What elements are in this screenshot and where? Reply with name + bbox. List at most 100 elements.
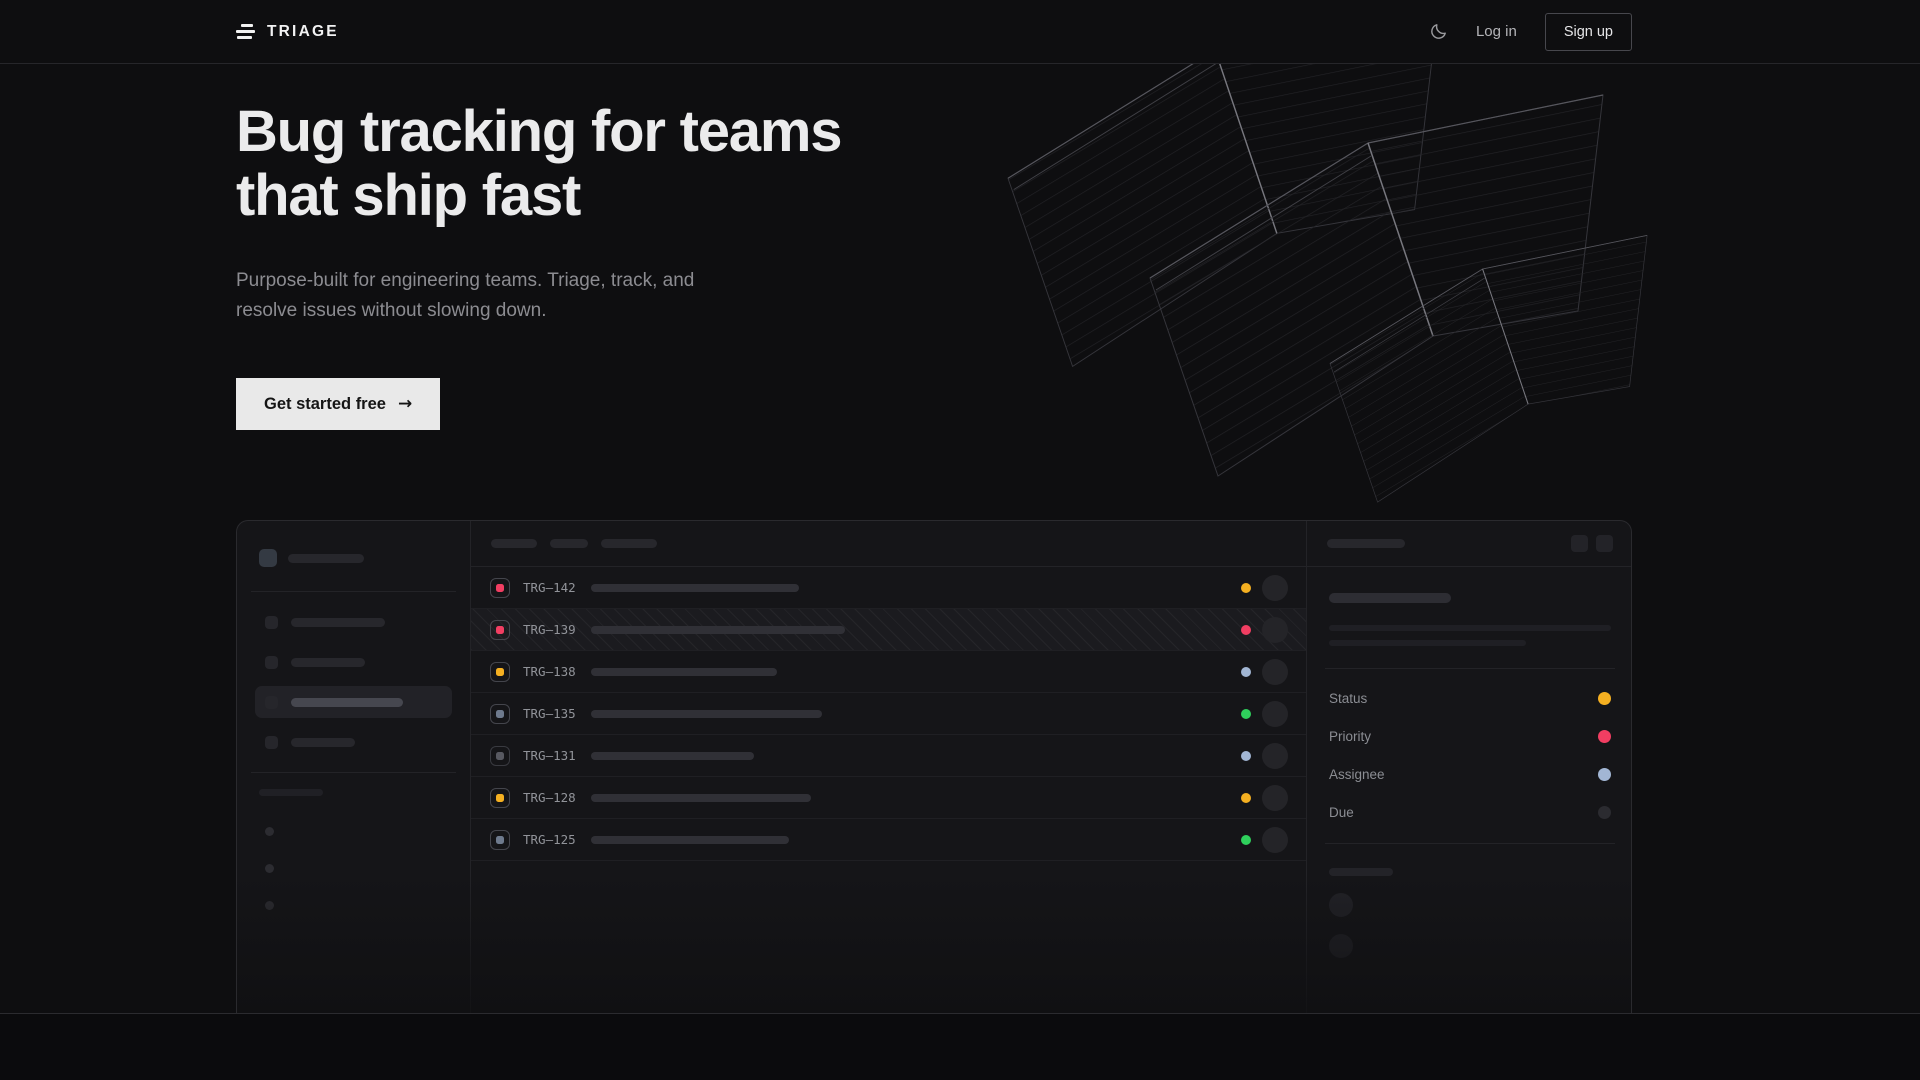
footer-band	[0, 1013, 1920, 1080]
issue-detail-panel: Status Priority Assignee Due	[1307, 521, 1631, 1014]
activity-avatar-skeleton	[1329, 934, 1353, 958]
issue-title-skeleton	[591, 751, 754, 760]
issue-row: TRG–142	[471, 567, 1306, 609]
arrow-right-icon: →	[397, 394, 413, 414]
issue-row: TRG–138	[471, 651, 1306, 693]
issue-id: TRG–142	[523, 580, 576, 595]
issue-title-skeleton	[591, 835, 789, 844]
field-label: Due	[1329, 804, 1354, 820]
cta-label: Get started free	[264, 394, 386, 413]
issue-status-dot	[1241, 708, 1251, 719]
issue-id: TRG–131	[523, 748, 576, 763]
hero-subtitle-line-2: resolve issues without slowing down.	[236, 300, 547, 321]
issue-title-skeleton	[591, 583, 799, 592]
issue-assignee-avatar	[1262, 784, 1288, 811]
issue-status-dot	[1241, 666, 1251, 677]
issue-row: TRG–131	[471, 735, 1306, 777]
field-label: Status	[1329, 690, 1368, 706]
hero-title: Bug tracking for teams that ship fast	[236, 99, 842, 228]
detail-fields: Status Priority Assignee Due	[1329, 679, 1611, 831]
issue-type-icon	[490, 619, 510, 640]
issue-status-dot	[1241, 834, 1251, 845]
top-nav: TRIAGE Log in Sign up	[0, 0, 1920, 64]
detail-field-row: Due	[1329, 793, 1611, 831]
issue-list-panel: TRG–142 TRG–139 TRG–138 TRG–135	[471, 521, 1307, 1014]
triage-bars-icon	[236, 24, 256, 39]
sidebar-item-skeleton	[255, 606, 452, 638]
hero-subtitle-line-1: Purpose-built for engineering teams. Tri…	[236, 270, 695, 291]
issue-assignee-avatar	[1262, 658, 1288, 685]
field-label: Priority	[1329, 728, 1372, 744]
theme-toggle-button[interactable]	[1429, 22, 1448, 41]
nav-actions: Log in Sign up	[1429, 12, 1632, 51]
issue-type-icon	[490, 661, 510, 682]
issue-assignee-avatar	[1262, 574, 1288, 601]
brand-name: TRIAGE	[267, 22, 339, 40]
issue-type-icon	[490, 745, 510, 766]
activity-label-skeleton	[1329, 868, 1393, 876]
issue-type-icon	[490, 787, 510, 808]
divider	[251, 591, 456, 592]
sidebar-item-skeleton	[255, 726, 452, 758]
mockup-sidebar	[237, 521, 471, 1014]
field-value-dot	[1598, 767, 1611, 781]
sidebar-item-skeleton-active	[255, 686, 452, 718]
detail-field-row: Priority	[1329, 717, 1611, 755]
issue-id: TRG–135	[523, 706, 576, 721]
issue-title-skeleton	[591, 667, 777, 676]
app-mockup-window: TRG–142 TRG–139 TRG–138 TRG–135	[236, 520, 1632, 1014]
issue-id: TRG–128	[523, 790, 576, 805]
divider	[1325, 843, 1615, 844]
issue-status-dot	[1241, 750, 1251, 761]
divider	[251, 772, 456, 773]
signup-button[interactable]: Sign up	[1544, 12, 1632, 51]
issue-id: TRG–125	[523, 832, 576, 847]
issue-status-dot	[1241, 582, 1251, 593]
issue-row: TRG–128	[471, 777, 1306, 819]
activity-avatar-skeleton	[1329, 893, 1353, 917]
issue-row: TRG–135	[471, 693, 1306, 735]
issue-id: TRG–138	[523, 664, 576, 679]
detail-title-skeleton	[1329, 593, 1451, 603]
issue-row: TRG–139	[471, 609, 1306, 651]
field-label: Assignee	[1329, 766, 1385, 782]
workspace-skeleton	[259, 549, 452, 567]
detail-header-skeleton	[1307, 521, 1631, 567]
issue-type-icon	[490, 829, 510, 850]
issue-assignee-avatar	[1262, 616, 1288, 643]
sidebar-item-skeleton	[255, 646, 452, 678]
issue-rows: TRG–142 TRG–139 TRG–138 TRG–135	[471, 567, 1306, 861]
issue-title-skeleton	[591, 709, 822, 718]
detail-text-skeleton	[1329, 625, 1611, 631]
field-value-dot	[1598, 805, 1611, 819]
workspace-avatar-skeleton	[259, 549, 277, 567]
hero-subtitle: Purpose-built for engineering teams. Tri…	[236, 266, 841, 326]
detail-text-skeleton	[1329, 640, 1527, 646]
issue-row: TRG–125	[471, 819, 1306, 861]
hero-section: Bug tracking for teams that ship fast Pu…	[236, 64, 842, 430]
issue-title-skeleton	[591, 625, 845, 634]
hero-title-line-2: that ship fast	[236, 163, 581, 228]
issue-status-dot	[1241, 624, 1251, 635]
divider	[1325, 668, 1615, 669]
brand-logo[interactable]: TRIAGE	[236, 23, 339, 41]
issue-type-icon	[490, 703, 510, 724]
issue-type-icon	[490, 577, 510, 598]
issue-status-dot	[1241, 792, 1251, 803]
field-value-dot	[1598, 691, 1611, 705]
list-toolbar-skeleton	[471, 521, 1306, 567]
issue-assignee-avatar	[1262, 826, 1288, 853]
detail-field-row: Status	[1329, 679, 1611, 717]
hero-title-line-1: Bug tracking for teams	[236, 99, 842, 164]
field-value-dot	[1598, 729, 1611, 743]
issue-assignee-avatar	[1262, 700, 1288, 727]
issue-id: TRG–139	[523, 622, 576, 637]
login-link[interactable]: Log in	[1475, 23, 1517, 40]
issue-title-skeleton	[591, 793, 811, 802]
issue-assignee-avatar	[1262, 742, 1288, 769]
sidebar-nav-skeleton	[255, 606, 452, 758]
detail-field-row: Assignee	[1329, 755, 1611, 793]
get-started-button[interactable]: Get started free →	[236, 378, 441, 430]
section-label-skeleton	[259, 789, 323, 796]
